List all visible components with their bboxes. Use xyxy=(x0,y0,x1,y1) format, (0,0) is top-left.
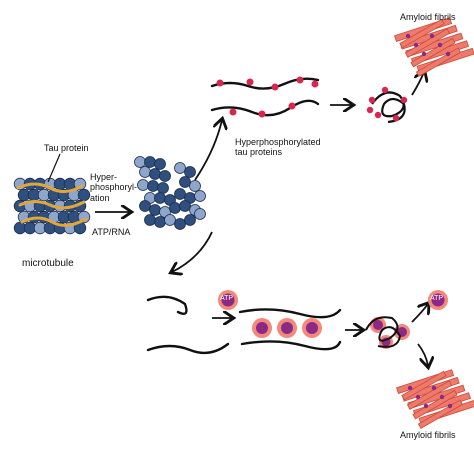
fibril-node xyxy=(423,403,429,409)
tubulin-bead xyxy=(157,182,169,194)
droplet-icon xyxy=(252,318,322,338)
amyloid-fibril-icon xyxy=(396,369,474,429)
tubulin-bead xyxy=(144,214,156,226)
microtubule-fragment-icon xyxy=(134,156,206,230)
phosphate-group-icon xyxy=(216,76,319,118)
tau-strand-icon xyxy=(16,182,88,227)
fibril-strand xyxy=(412,389,458,420)
fibril-node xyxy=(447,403,453,409)
fibril-strand xyxy=(406,380,453,410)
tau-strand-icon xyxy=(146,295,230,355)
tubulin-bead xyxy=(174,162,186,174)
tubulin-bead xyxy=(154,158,166,170)
tau-aggregate-icon xyxy=(365,316,410,349)
hyperphosphorylation-label: Hyper- phosphoryl- ation xyxy=(90,172,138,203)
arrow-icon xyxy=(417,343,428,366)
tubulin-bead xyxy=(194,208,206,220)
microtubule-label: microtubule xyxy=(22,258,74,269)
fibril-node xyxy=(407,385,413,391)
atp-rna-label: ATP/RNA xyxy=(92,227,131,237)
hyperphosphorylated-label: Hyperphosphorylated tau proteins xyxy=(235,137,321,158)
tubulin-bead xyxy=(179,176,191,188)
tubulin-bead xyxy=(184,166,196,178)
fibril-node xyxy=(415,394,421,400)
tubulin-bead xyxy=(184,214,196,226)
tubulin-bead xyxy=(139,166,151,178)
tubulin-bead xyxy=(174,188,186,200)
tubulin-bead xyxy=(179,200,191,212)
tubulin-bead xyxy=(159,170,171,182)
tubulin-bead xyxy=(144,156,156,168)
microtubule-icon xyxy=(13,177,91,235)
tubulin-bead xyxy=(164,214,176,226)
fibril-strand xyxy=(399,18,445,49)
tau-strand-icon xyxy=(210,77,320,117)
tubulin-bead xyxy=(189,180,201,192)
fibril-node xyxy=(437,42,443,48)
amyloid-fibrils-bottom-label: Amyloid fibrils xyxy=(400,430,456,440)
amyloid-fibrils-top-label: Amyloid fibrils xyxy=(400,12,456,22)
arrow-icon xyxy=(411,304,428,323)
droplet-icon xyxy=(218,290,238,310)
tubulin-bead xyxy=(169,202,181,214)
fibril-node xyxy=(405,33,411,39)
tau-pointer-line xyxy=(47,153,61,183)
arrow-icon xyxy=(194,120,222,181)
fibril-strand xyxy=(410,37,456,68)
tau-strand-icon xyxy=(238,308,342,351)
arrow-icon xyxy=(172,231,213,272)
atp-label-1: ATP xyxy=(220,295,234,302)
fibril-node xyxy=(429,33,435,39)
tubulin-bead xyxy=(154,192,166,204)
tubulin-bead xyxy=(134,156,146,168)
tubulin-bead xyxy=(154,216,166,228)
fibril-strand xyxy=(401,370,447,401)
amyloid-fibril-icon xyxy=(394,17,474,77)
tubulin-bead xyxy=(139,200,151,212)
tau-aggregate-icon xyxy=(366,86,408,124)
tubulin-bead xyxy=(77,188,91,202)
fibril-node xyxy=(421,51,427,57)
tubulin-bead xyxy=(194,190,206,202)
tubulin-bead xyxy=(174,218,186,230)
tubulin-bead xyxy=(149,204,161,216)
tubulin-bead xyxy=(137,179,149,191)
atp-label-2: ATP xyxy=(430,295,444,302)
fibril-node xyxy=(445,51,451,57)
tubulin-bead xyxy=(147,180,159,192)
tau-protein-label: Tau protein xyxy=(44,143,89,153)
droplet-icon xyxy=(428,290,448,310)
fibril-node xyxy=(431,385,437,391)
fibril-node xyxy=(413,42,419,48)
tubulin-bead xyxy=(149,168,161,180)
fibril-strand xyxy=(404,28,451,58)
fibril-node xyxy=(439,394,445,400)
